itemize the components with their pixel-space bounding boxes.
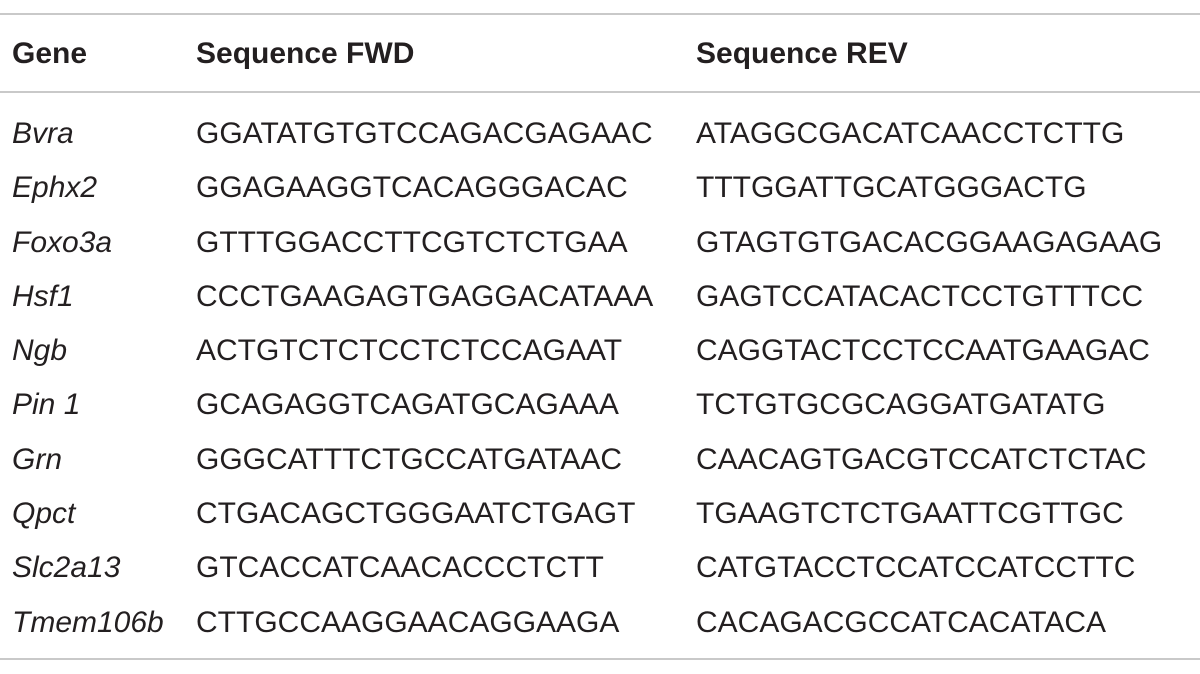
- table-row: Hsf1 CCCTGAAGAGTGAGGACATAAA GAGTCCATACAC…: [0, 270, 1200, 324]
- table-body: Bvra GGATATGTGTCCAGACGAGAAC ATAGGCGACATC…: [0, 107, 1200, 650]
- rev-sequence-cell: TTTGGATTGCATGGGACTG: [696, 171, 1087, 205]
- header-rule: [0, 91, 1200, 93]
- bottom-rule: [0, 658, 1200, 660]
- header-gene: Gene: [12, 37, 88, 70]
- rev-sequence-cell: TCTGTGCGCAGGATGATATG: [696, 388, 1106, 422]
- table-row: Pin 1 GCAGAGGTCAGATGCAGAAA TCTGTGCGCAGGA…: [0, 378, 1200, 432]
- header-sequence-rev: Sequence REV: [696, 37, 908, 70]
- fwd-sequence-cell: CCCTGAAGAGTGAGGACATAAA: [196, 279, 654, 313]
- header-sequence-fwd: Sequence FWD: [196, 37, 415, 70]
- table-row: Ephx2 GGAGAAGGTCACAGGGACAC TTTGGATTGCATG…: [0, 161, 1200, 215]
- fwd-sequence-cell: GGAGAAGGTCACAGGGACAC: [196, 171, 628, 205]
- fwd-sequence-cell: GTCACCATCAACACCCTCTT: [196, 551, 604, 585]
- table-row: Ngb ACTGTCTCTCCTCTCCAGAAT CAGGTACTCCTCCA…: [0, 324, 1200, 378]
- rev-sequence-cell: CACAGACGCCATCACATACA: [696, 605, 1107, 639]
- table-header-row: Gene Sequence FWD Sequence REV: [0, 34, 1200, 74]
- gene-cell: Pin 1: [12, 388, 81, 422]
- fwd-sequence-cell: GGATATGTGTCCAGACGAGAAC: [196, 117, 653, 150]
- rev-sequence-cell: CAGGTACTCCTCCAATGAAGAC: [696, 334, 1150, 368]
- table-row: Bvra GGATATGTGTCCAGACGAGAAC ATAGGCGACATC…: [0, 107, 1200, 161]
- gene-cell: Slc2a13: [12, 551, 121, 585]
- gene-cell: Foxo3a: [12, 225, 113, 259]
- table-row: Foxo3a GTTTGGACCTTCGTCTCTGAA GTAGTGTGACA…: [0, 216, 1200, 270]
- top-rule: [0, 13, 1200, 15]
- rev-sequence-cell: CAACAGTGACGTCCATCTCTAC: [696, 442, 1147, 476]
- gene-cell: Bvra: [12, 117, 74, 150]
- rev-sequence-cell: GAGTCCATACACTCCTGTTTCC: [696, 279, 1144, 313]
- gene-cell: Hsf1: [12, 279, 74, 313]
- fwd-sequence-cell: GTTTGGACCTTCGTCTCTGAA: [196, 225, 628, 259]
- rev-sequence-cell: GTAGTGTGACACGGAAGAGAAG: [696, 225, 1163, 259]
- gene-cell: Qpct: [12, 497, 76, 531]
- gene-cell: Ephx2: [12, 171, 98, 205]
- table-row: Tmem106b CTTGCCAAGGAACAGGAAGA CACAGACGCC…: [0, 596, 1200, 650]
- rev-sequence-cell: ATAGGCGACATCAACCTCTTG: [696, 117, 1125, 150]
- fwd-sequence-cell: CTGACAGCTGGGAATCTGAGT: [196, 497, 636, 531]
- rev-sequence-cell: TGAAGTCTCTGAATTCGTTGC: [696, 497, 1124, 531]
- table-row: Slc2a13 GTCACCATCAACACCCTCTT CATGTACCTCC…: [0, 541, 1200, 595]
- gene-cell: Ngb: [12, 334, 68, 368]
- fwd-sequence-cell: GGGCATTTCTGCCATGATAAC: [196, 442, 623, 476]
- table-row: Qpct CTGACAGCTGGGAATCTGAGT TGAAGTCTCTGAA…: [0, 487, 1200, 541]
- fwd-sequence-cell: CTTGCCAAGGAACAGGAAGA: [196, 605, 620, 639]
- fwd-sequence-cell: GCAGAGGTCAGATGCAGAAA: [196, 388, 619, 422]
- table-row: Grn GGGCATTTCTGCCATGATAAC CAACAGTGACGTCC…: [0, 433, 1200, 487]
- rev-sequence-cell: CATGTACCTCCATCCATCCTTC: [696, 551, 1136, 585]
- gene-cell: Tmem106b: [12, 605, 164, 639]
- fwd-sequence-cell: ACTGTCTCTCCTCTCCAGAAT: [196, 334, 623, 368]
- gene-cell: Grn: [12, 442, 63, 476]
